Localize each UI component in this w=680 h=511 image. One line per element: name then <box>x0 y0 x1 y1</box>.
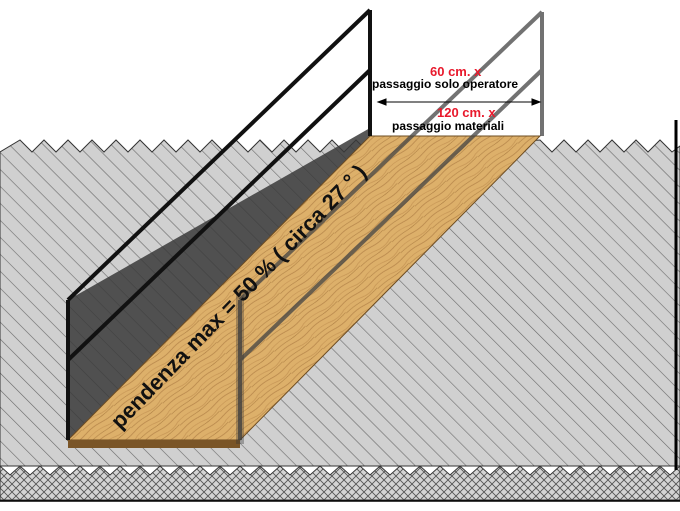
left-railing <box>66 8 372 440</box>
ramp-bottom-edge <box>68 440 240 448</box>
ground-base <box>0 465 680 501</box>
caption-operator-label: passaggio solo operatore <box>372 77 518 91</box>
width-materials-label: 120 cm. x <box>437 105 496 120</box>
width-dimension <box>376 98 542 106</box>
right-railing <box>238 10 544 440</box>
caption-materials-label: passaggio materiali <box>392 119 504 133</box>
width-operator-label: 60 cm. x <box>430 64 482 79</box>
ramp-left-wall <box>68 128 370 440</box>
